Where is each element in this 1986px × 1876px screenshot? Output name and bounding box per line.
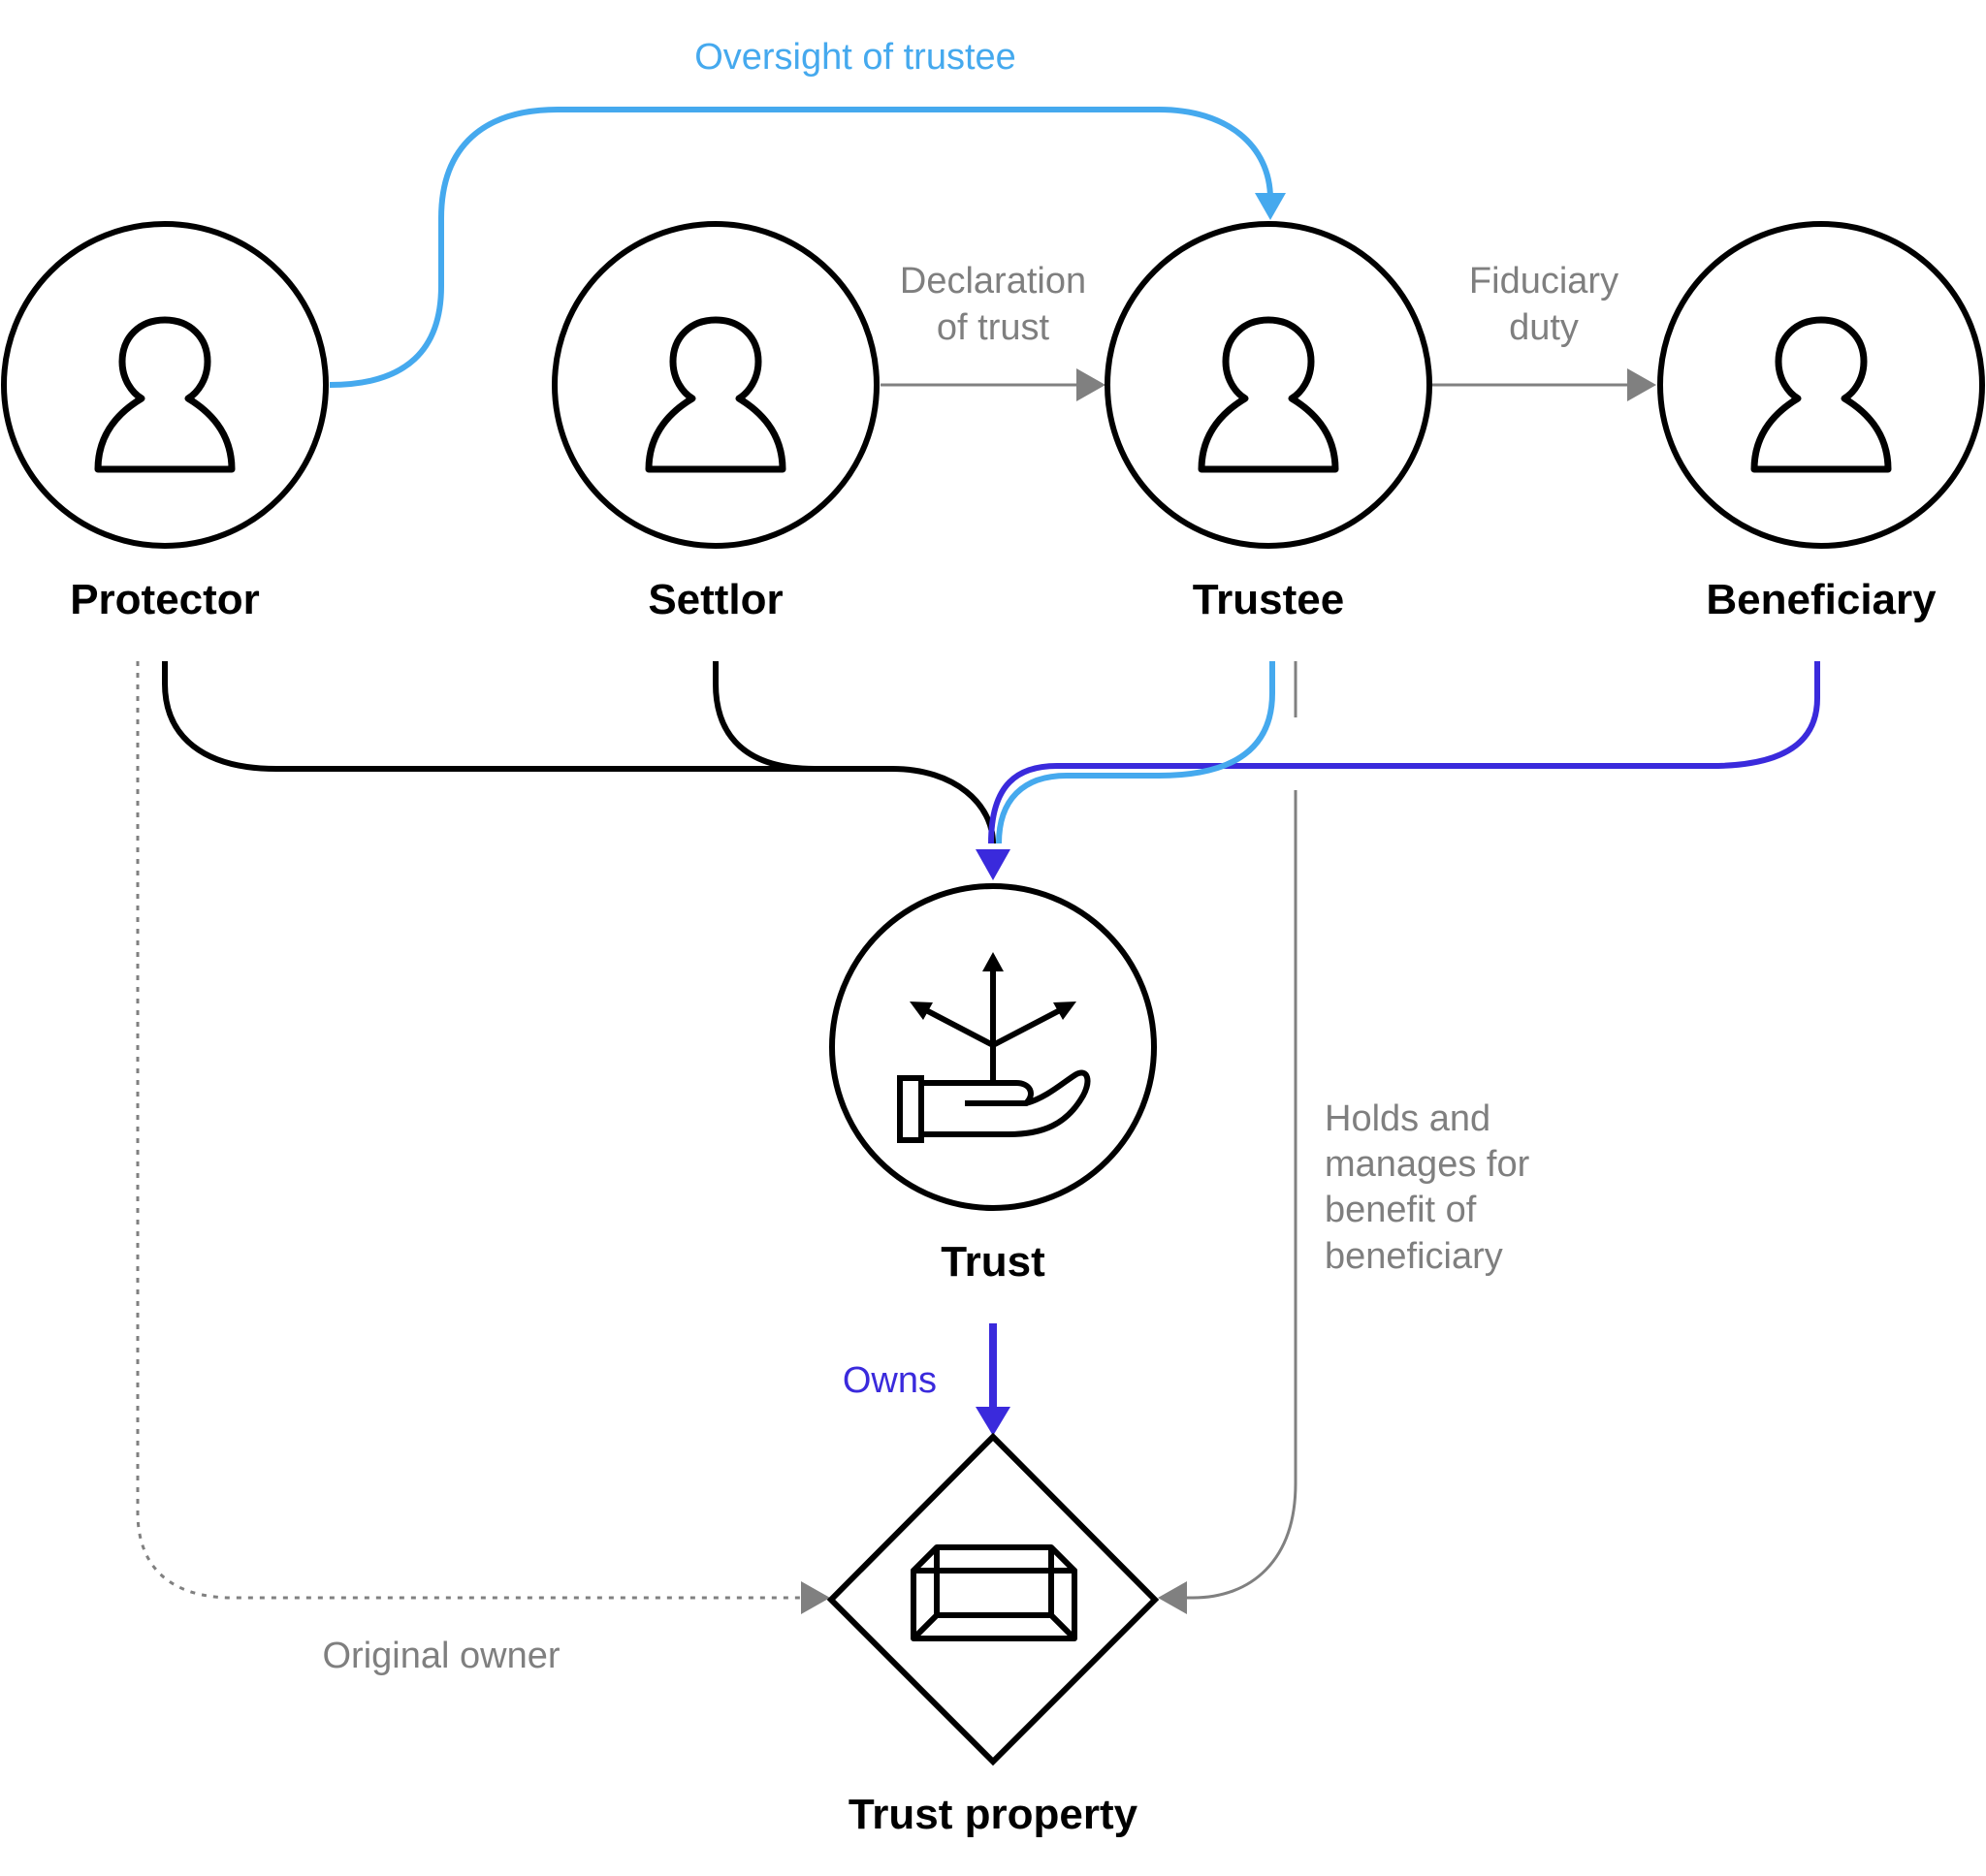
declaration-arrowhead <box>1076 368 1105 401</box>
oversight-label: Oversight of trustee <box>694 37 1016 78</box>
fiduciary-arrowhead <box>1627 368 1656 401</box>
gold-bar-icon <box>911 1544 1077 1641</box>
trustee-label: Trustee <box>1193 576 1345 623</box>
protector-node <box>1 221 329 549</box>
holds-manages-connector <box>1183 661 1297 1600</box>
protector-label: Protector <box>70 576 260 623</box>
arrow-left-icon <box>910 1002 933 1020</box>
holds-label-line1: Holds and <box>1325 1098 1490 1139</box>
holds-label-line3: benefit of <box>1325 1190 1477 1230</box>
trust-incoming-arrowhead <box>976 849 1010 880</box>
holds-label-line4: beneficiary <box>1325 1236 1503 1277</box>
trust-node <box>829 883 1157 1211</box>
protector-to-trust-connector <box>162 661 996 844</box>
owns-arrowhead <box>976 1407 1010 1436</box>
oversight-arrowhead <box>1255 193 1286 220</box>
owns-label: Owns <box>843 1360 937 1401</box>
original-owner-arrowhead <box>801 1581 830 1614</box>
oversight-connector <box>329 107 1273 388</box>
settlor-to-trust-connector <box>713 661 816 772</box>
fiduciary-label-line2: duty <box>1509 307 1579 348</box>
trust-label: Trust <box>941 1238 1045 1286</box>
trust-property-label: Trust property <box>849 1791 1138 1838</box>
declaration-label-line2: of trust <box>937 307 1050 348</box>
settlor-label: Settlor <box>648 576 783 623</box>
original-owner-label: Original owner <box>323 1636 561 1676</box>
holds-label-line2: manages for <box>1325 1144 1530 1185</box>
trustee-to-trust-connector <box>996 661 1275 844</box>
beneficiary-node <box>1657 221 1985 549</box>
arrow-up-icon <box>982 952 1004 971</box>
declaration-label-line1: Declaration <box>900 261 1086 302</box>
arrow-right-icon <box>1053 1002 1076 1020</box>
beneficiary-to-trust-connector <box>988 661 1820 844</box>
trust-property-node <box>826 1432 1160 1766</box>
holds-manages-arrowhead <box>1158 1581 1187 1614</box>
beneficiary-label: Beneficiary <box>1706 576 1937 623</box>
settlor-node <box>552 221 880 549</box>
hand-branching-arrows-icon <box>897 965 1091 1143</box>
original-owner-connector <box>136 661 805 1600</box>
fiduciary-label-line1: Fiduciary <box>1469 261 1618 302</box>
trustee-node <box>1105 221 1432 549</box>
